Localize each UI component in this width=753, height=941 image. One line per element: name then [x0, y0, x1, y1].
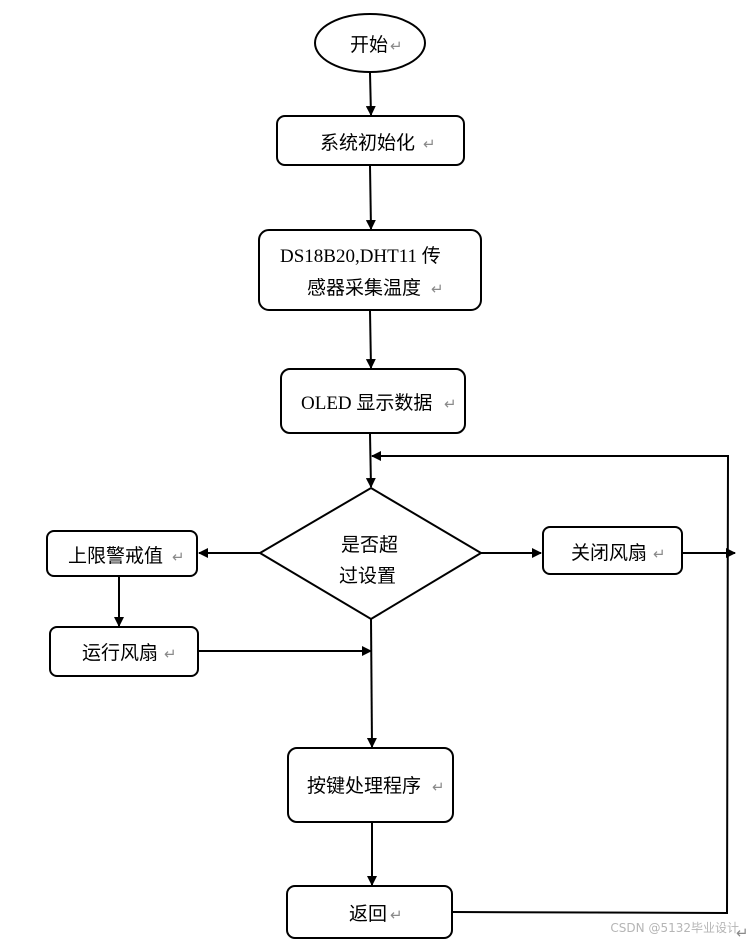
arrow-decision-to-keys	[366, 618, 377, 748]
fan-off-node: 关闭风扇 ↵	[542, 526, 683, 575]
decision-label-line1: 是否超	[341, 534, 398, 556]
oled-node: OLED 显示数据 ↵	[280, 368, 466, 434]
arrow-sensor-to-oled	[365, 310, 376, 369]
arrow-start-to-init	[365, 72, 376, 116]
return-label: 返回	[349, 903, 387, 925]
watermark: CSDN @5132毕业设计	[610, 921, 739, 935]
paragraph-mark: ↵	[172, 548, 185, 566]
paragraph-mark: ↵	[390, 906, 403, 924]
sensor-node: DS18B20,DHT11 传 感器采集温度 ↵	[258, 229, 482, 311]
paragraph-mark: ↵	[444, 395, 457, 413]
start-node: 开始 ↵	[314, 13, 426, 73]
decision-label-line2: 过设置	[339, 565, 396, 587]
fan-on-label: 运行风扇	[82, 642, 158, 664]
decision-node: 是否超 过设置	[258, 486, 483, 621]
paragraph-mark: ↵	[164, 645, 177, 663]
fan-on-node: 运行风扇 ↵	[49, 626, 199, 677]
sensor-label-line1: DS18B20,DHT11 传	[280, 245, 441, 267]
arrow-init-to-sensor	[365, 165, 376, 230]
arrow-oled-to-decision	[365, 433, 376, 488]
alarm-label: 上限警戒值	[68, 545, 163, 567]
sensor-label-line2: 感器采集温度	[307, 277, 421, 299]
start-label: 开始	[350, 34, 388, 56]
init-label: 系统初始化	[320, 132, 415, 154]
paragraph-mark: ↵	[423, 135, 436, 153]
paragraph-mark: ↵	[653, 545, 666, 563]
fan-off-label: 关闭风扇	[571, 542, 647, 564]
alarm-node: 上限警戒值 ↵	[46, 530, 198, 577]
init-node: 系统初始化 ↵	[276, 115, 465, 166]
return-node: 返回 ↵	[286, 885, 453, 939]
keys-node: 按键处理程序 ↵	[287, 747, 454, 823]
oled-label: OLED 显示数据	[301, 392, 432, 414]
paragraph-mark: ↵	[432, 778, 445, 796]
paragraph-mark: ↵	[736, 924, 749, 941]
arrow-return-loop	[371, 451, 730, 915]
paragraph-mark: ↵	[390, 37, 403, 55]
paragraph-mark: ↵	[431, 280, 444, 298]
keys-label: 按键处理程序	[307, 775, 421, 797]
